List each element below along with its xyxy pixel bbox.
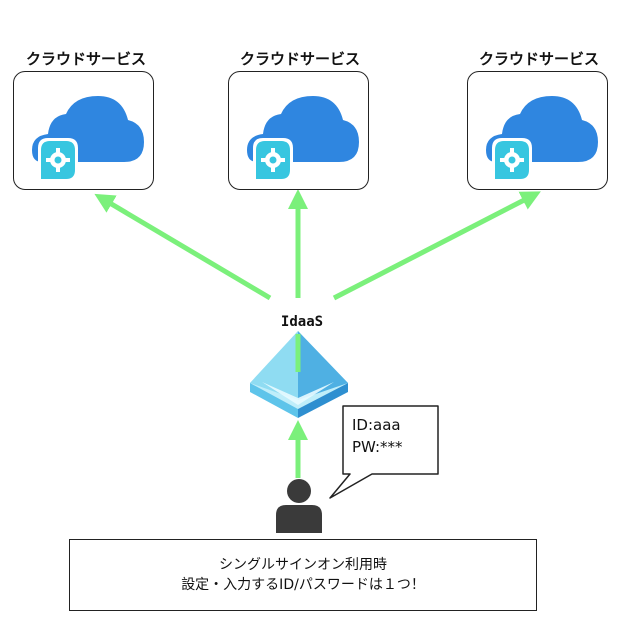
service-label-right: クラウドサービス <box>478 50 599 68</box>
arrow-to-service-left <box>94 193 272 301</box>
user-icon <box>276 479 322 533</box>
speech-bubble <box>329 405 439 499</box>
note-line-1: シングルサインオン利用時 <box>219 557 387 573</box>
cloud-gear-icon <box>486 96 598 182</box>
credentials-text: ID:aaa PW:*** <box>352 414 403 458</box>
service-label-center: クラウドサービス <box>239 50 360 68</box>
credentials-pw: PW:*** <box>352 438 403 456</box>
cloud-service-card-center <box>228 71 369 190</box>
arrow-to-service-right <box>332 191 541 301</box>
note-line-2: 設定・入力するID/パスワードは１つ！ <box>181 577 425 593</box>
idaas-label: IdaaS <box>280 314 324 330</box>
cloud-gear-icon <box>247 96 359 182</box>
credentials-id: ID:aaa <box>352 416 401 434</box>
cloud-gear-icon <box>32 96 144 182</box>
cloud-service-card-left <box>13 71 154 190</box>
cloud-service-card-right <box>467 71 608 190</box>
note-box: シングルサインオン利用時 設定・入力するID/パスワードは１つ！ <box>69 539 537 611</box>
service-label-left: クラウドサービス <box>25 50 146 68</box>
